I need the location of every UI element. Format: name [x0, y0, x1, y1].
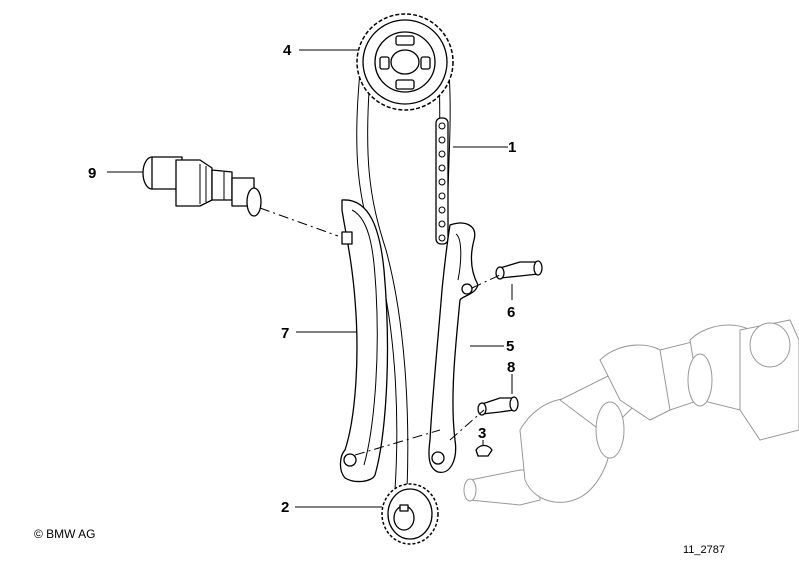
tensioner-rail	[428, 222, 479, 473]
woodruff-key	[475, 444, 493, 457]
callout-8: 8	[507, 359, 515, 376]
callout-4: 4	[283, 42, 292, 59]
callout-labels: 1 2 3 4 5 6 7 8 9	[88, 42, 516, 516]
callout-6: 6	[507, 304, 515, 321]
callout-1: 1	[508, 139, 516, 156]
callout-7: 7	[281, 325, 289, 342]
crankshaft-sprocket	[381, 483, 439, 545]
bolt-part-6	[495, 260, 543, 280]
diagram-id-text: 11_2787	[683, 544, 725, 556]
callout-5: 5	[506, 338, 514, 355]
crankshaft	[463, 319, 799, 506]
callout-2: 2	[281, 499, 289, 516]
camshaft-sprocket	[356, 13, 454, 111]
centerlines	[259, 207, 503, 456]
callout-9: 9	[88, 165, 96, 182]
chain-tensioner	[142, 156, 262, 217]
chain-segment	[435, 117, 449, 245]
callout-3: 3	[478, 425, 486, 442]
copyright-text: © BMW AG	[34, 527, 96, 541]
guide-rail	[339, 199, 389, 483]
bolt-part-8	[477, 396, 519, 416]
leader-lines	[107, 49, 513, 508]
